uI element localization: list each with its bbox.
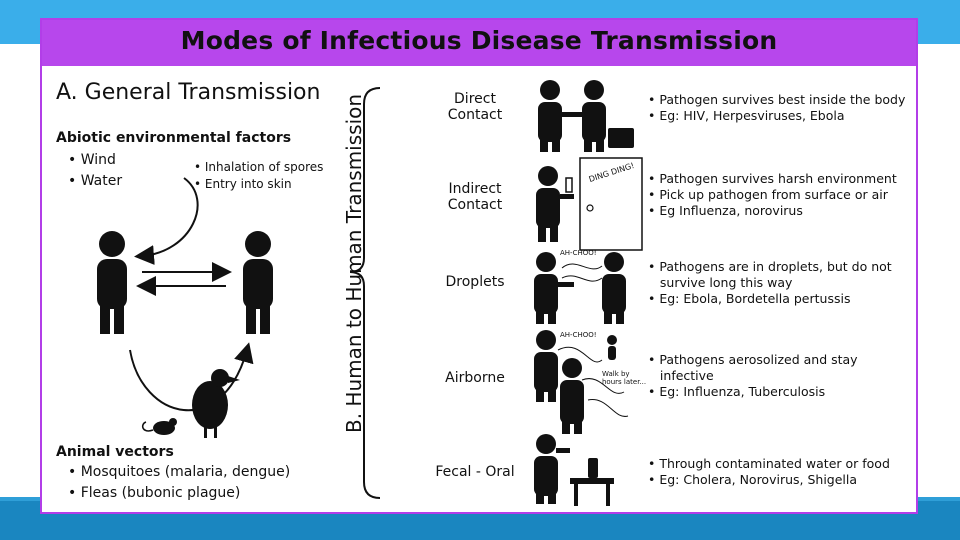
mode-name-line: Droplets [445, 274, 505, 290]
desc-line: • Eg: Cholera, Norovirus, Shigella [648, 472, 858, 487]
mode-name-line: Fecal - Oral [435, 464, 515, 480]
mode-fecal-oral: Fecal - Oral [420, 464, 530, 480]
abiotic-item-water: • Water [68, 173, 123, 189]
desc-line: • Through contaminated water or food [648, 456, 890, 471]
desc-line: • Pathogens aerosolized and stay [648, 352, 858, 367]
mode-name-line: Indirect [448, 181, 502, 197]
mode-airborne: Airborne [420, 370, 530, 386]
desc-line: infective [648, 368, 714, 383]
abiotic-heading: Abiotic environmental factors [56, 130, 292, 146]
desc-line: survive long this way [648, 275, 793, 290]
brace-icon [349, 87, 381, 499]
person-right-icon [243, 231, 273, 334]
desc-fecal-oral: • Through contaminated water or food • E… [648, 456, 890, 488]
desc-line: • Pathogen survives best inside the body [648, 92, 906, 107]
person-left-icon [97, 231, 127, 334]
desc-line: • Eg: HIV, Herpesviruses, Ebola [648, 108, 845, 123]
mode-indirect-contact: Indirect Contact [420, 181, 530, 213]
desc-line: • Eg: Ebola, Bordetella pertussis [648, 291, 851, 306]
title-bar: Modes of Infectious Disease Transmission [42, 20, 916, 66]
desc-direct-contact: • Pathogen survives best inside the body… [648, 92, 905, 124]
desc-line: • Pathogen survives harsh environment [648, 171, 897, 186]
mode-droplets: Droplets [420, 274, 530, 290]
animal-vectors-heading: Animal vectors [56, 444, 174, 460]
abiotic-note-skin: • Entry into skin [194, 177, 292, 191]
crow-icon [192, 369, 240, 438]
desc-indirect-contact: • Pathogen survives harsh environment • … [648, 171, 897, 219]
walk-note-label: Walk by hours later... [602, 370, 647, 386]
section-a-heading: A. General Transmission [56, 80, 321, 105]
wechat-icon [786, 490, 806, 510]
desc-line: • Pick up pathogen from surface or air [648, 187, 888, 202]
door-icon [579, 157, 643, 251]
pictograms [97, 80, 643, 506]
fecal-oral-icon [534, 434, 614, 506]
desc-airborne: • Pathogens aerosolized and stay infecti… [648, 352, 858, 400]
mode-name-line: Contact [447, 197, 503, 213]
abiotic-item-wind: • Wind [68, 152, 116, 168]
section-b-heading: B. Human to Human Transmission [342, 93, 366, 433]
desc-line: • Eg: Influenza, Tuberculosis [648, 384, 826, 399]
handshake-icon [538, 80, 634, 152]
diagram-card: Modes of Infectious Disease Transmission [40, 18, 918, 514]
abiotic-note-spores: • Inhalation of spores [194, 160, 324, 174]
sneeze-label-airborne: AH-CHOO! [560, 331, 597, 339]
curved-arrow-icon [134, 177, 199, 265]
animal-item-mosquitoes: • Mosquitoes (malaria, dengue) [68, 464, 291, 480]
page-title: Modes of Infectious Disease Transmission [180, 26, 778, 55]
person-indirect-icon [536, 166, 574, 242]
desc-droplets: • Pathogens are in droplets, but do not … [648, 259, 892, 307]
mode-name-line: Contact [447, 107, 503, 123]
droplets-icon [534, 252, 626, 324]
mode-direct-contact: Direct Contact [420, 91, 530, 123]
animal-item-fleas: • Fleas (bubonic plague) [68, 485, 241, 501]
sneeze-label-droplets: AH-CHOO! [560, 249, 597, 257]
airborne-icon [534, 330, 629, 434]
rat-icon [141, 418, 177, 435]
watermark: 醉美玉兰 [806, 492, 878, 513]
mode-name-line: Airborne [445, 370, 505, 386]
mode-name-line: Direct [454, 91, 496, 107]
desc-line: • Eg Influenza, norovirus [648, 203, 803, 218]
desc-line: • Pathogens are in droplets, but do not [648, 259, 892, 274]
